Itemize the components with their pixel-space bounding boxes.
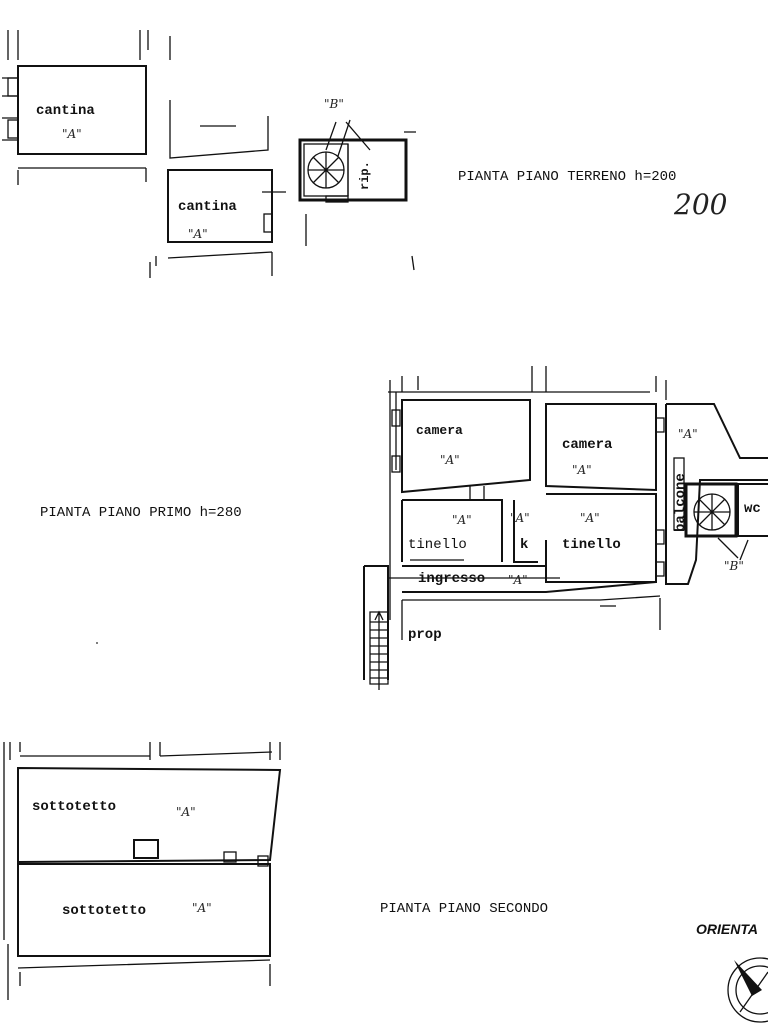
stair-mark-first: "B" (724, 559, 744, 573)
first-floor-plan (96, 366, 768, 690)
room-mark-camera-1: "A" (440, 453, 460, 467)
camera-2-walls (545, 403, 657, 492)
orientation-label: ORIENTA (696, 921, 758, 937)
ground-floor-plan (2, 30, 416, 278)
compass-icon (727, 957, 768, 1023)
room-label-camera-2: camera (562, 437, 613, 453)
room-label-rip: rip. (358, 161, 372, 190)
sottotetto-1-walls (17, 766, 282, 864)
room-label-camera-1: camera (416, 423, 463, 438)
room-mark-balcone: "A" (678, 427, 698, 441)
camera-1-walls (401, 399, 531, 494)
second-floor-title: PIANTA PIANO SECONDO (380, 901, 548, 917)
room-mark-cantina-1: "A" (62, 127, 82, 141)
first-floor-title: PIANTA PIANO PRIMO h=280 (40, 505, 242, 521)
cantina-1-walls (17, 65, 147, 155)
room-mark-ingresso: "A" (508, 573, 528, 587)
room-label-sottotetto-1: sottotetto (32, 799, 116, 815)
cantina-2-walls (167, 169, 273, 243)
room-label-tinello-1: tinello (408, 537, 467, 553)
room-label-wc: wc (744, 501, 761, 517)
stair-b-first (684, 482, 768, 561)
room-mark-sottotetto-2: "A" (192, 901, 212, 915)
handwritten-height: 200 (673, 188, 727, 221)
room-label-ingresso: ingresso (418, 571, 485, 587)
room-label-sottotetto-2: sottotetto (62, 903, 146, 919)
room-mark-k: "A" (510, 511, 530, 525)
room-mark-sottotetto-1: "A" (176, 805, 196, 819)
room-label-k: k (520, 537, 528, 553)
room-mark-tinello-2: "A" (580, 511, 600, 525)
room-mark-camera-2: "A" (572, 463, 592, 477)
stair-b-ground (298, 119, 416, 271)
room-label-cantina-1: cantina (36, 103, 95, 119)
room-label-balcone: balcone (673, 473, 689, 532)
sottotetto-2-walls (17, 863, 271, 957)
stair-mark-ground: "B" (324, 97, 344, 111)
room-label-prop: prop (408, 627, 442, 643)
ground-floor-title: PIANTA PIANO TERRENO h=200 (458, 169, 676, 185)
room-label-cantina-2: cantina (178, 199, 237, 215)
room-label-tinello-2: tinello (562, 537, 621, 553)
exterior-stair (369, 610, 389, 690)
room-mark-cantina-2: "A" (188, 227, 208, 241)
second-floor-plan (3, 742, 282, 1000)
room-mark-tinello-1: "A" (452, 513, 472, 527)
